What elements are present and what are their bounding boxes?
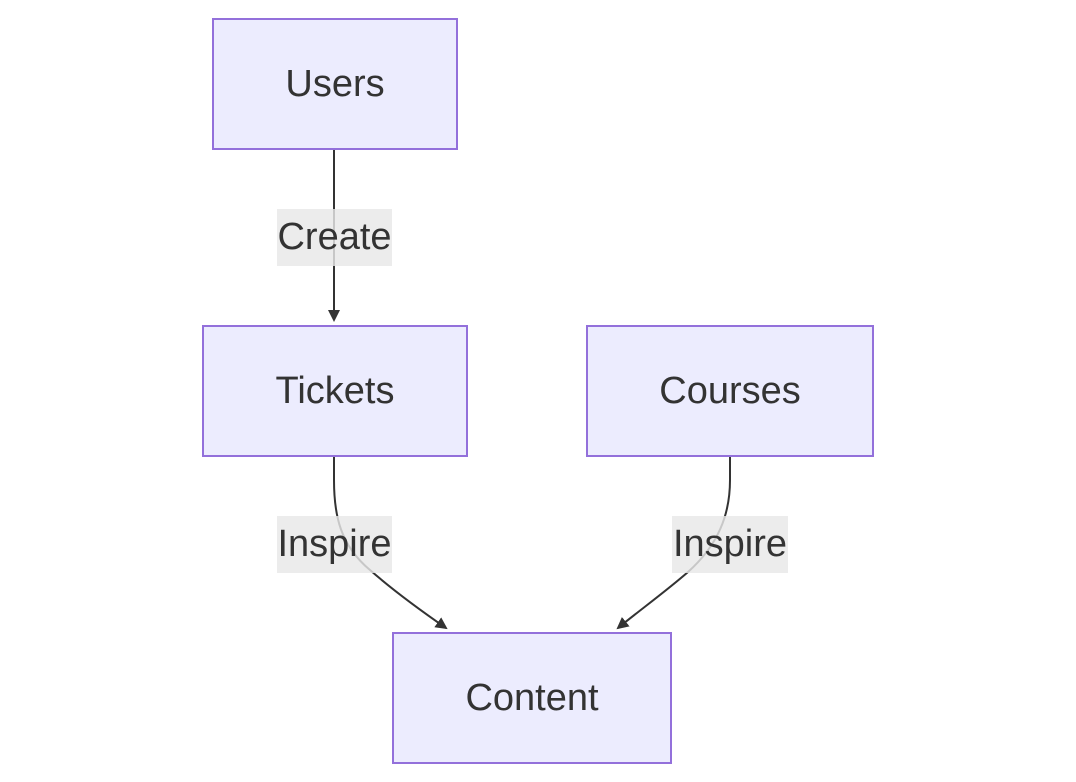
edge-label-inspire-courses: Inspire bbox=[672, 516, 788, 573]
edge-label-inspire-tickets: Inspire bbox=[277, 516, 392, 573]
node-content-label: Content bbox=[465, 676, 599, 719]
node-users-label: Users bbox=[285, 62, 385, 105]
edge-label-create: Create bbox=[277, 209, 392, 266]
node-users: Users bbox=[212, 18, 458, 150]
node-content: Content bbox=[392, 632, 672, 764]
node-tickets-label: Tickets bbox=[275, 369, 395, 412]
node-courses: Courses bbox=[586, 325, 874, 457]
node-tickets: Tickets bbox=[202, 325, 468, 457]
node-courses-label: Courses bbox=[659, 369, 801, 412]
